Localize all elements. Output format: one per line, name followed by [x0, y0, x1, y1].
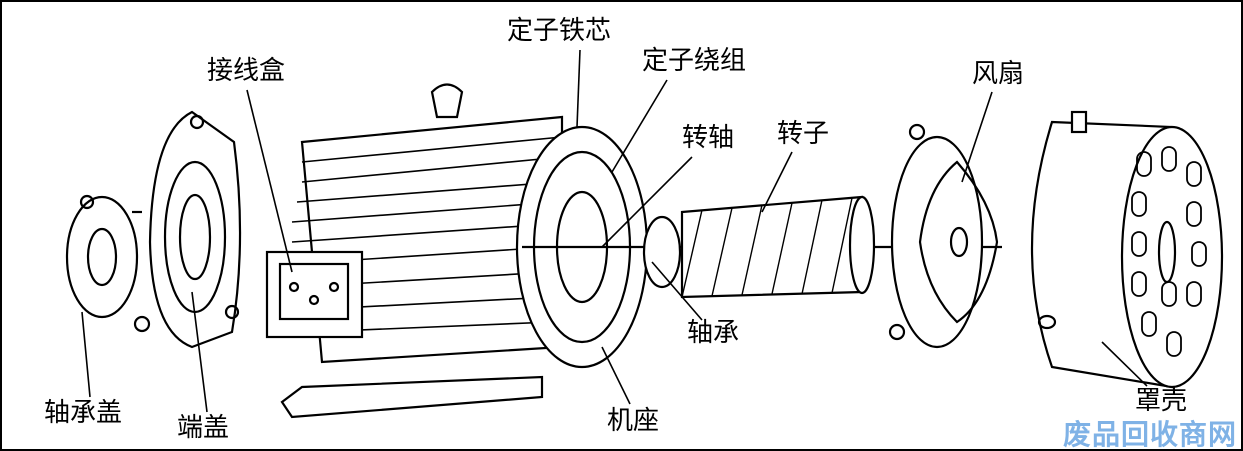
- label-stator-core: 定子铁芯: [507, 16, 612, 46]
- label-shaft: 转轴: [682, 123, 735, 153]
- fan-cover-part: [1030, 110, 1224, 389]
- bearing-cover-part: [65, 194, 142, 319]
- end-cover-part: [133, 110, 242, 349]
- label-end-cover: 端盖: [177, 413, 230, 443]
- label-bearing-cover: 轴承盖: [44, 398, 123, 428]
- watermark: 废品回收商网: [1062, 418, 1237, 451]
- leader-lines: [81, 49, 1148, 413]
- label-junction-box: 接线盒: [207, 56, 286, 86]
- label-rotor: 转子: [777, 119, 830, 149]
- label-fan-cover: 罩壳: [1135, 386, 1188, 416]
- fan-part: [888, 123, 999, 349]
- label-fan: 风扇: [972, 59, 1025, 89]
- label-frame: 机座: [607, 406, 660, 436]
- label-bearing: 轴承: [687, 318, 740, 348]
- label-stator-winding: 定子绕组: [642, 46, 747, 76]
- rotor-part: [642, 195, 876, 299]
